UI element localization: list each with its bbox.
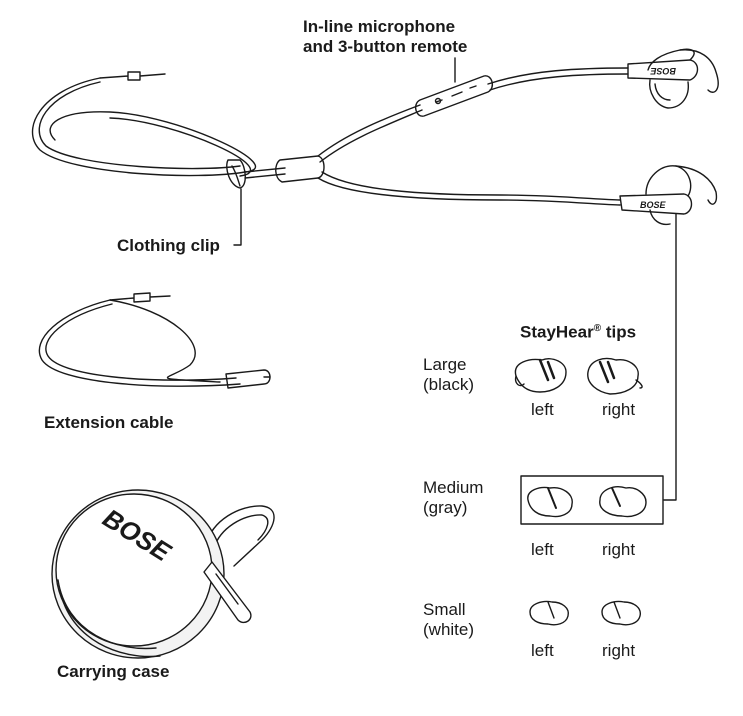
extension-cable-label: Extension cable (44, 413, 174, 432)
medium-right-label: right (602, 540, 636, 559)
tip-large-right (587, 357, 643, 395)
earbud-lower-illustration (619, 165, 718, 226)
small-left-label: left (531, 641, 554, 660)
clothing-clip-illustration (226, 159, 246, 189)
size-large-name: Large (423, 355, 467, 374)
size-medium-name: Medium (423, 478, 484, 497)
clip-leader-line (233, 188, 242, 246)
carrying-case-label: Carrying case (57, 662, 170, 681)
tip-small-right (601, 600, 641, 626)
tips-leader-line (663, 213, 677, 501)
size-small-name: Small (423, 600, 466, 619)
earbud-upper-illustration (627, 48, 719, 109)
carrying-case-illustration (51, 489, 275, 659)
tips-title-suffix: tips (601, 322, 637, 342)
tip-medium-right (599, 486, 647, 518)
registered-mark: ® (593, 323, 602, 334)
small-right-label: right (602, 641, 636, 660)
remote-label-line2: and 3-button remote (303, 37, 468, 56)
size-small-label: Small (white) (423, 600, 474, 640)
tips-title: StayHear® tips (520, 319, 636, 343)
inline-remote-illustration (414, 67, 629, 117)
size-medium-color: (gray) (423, 498, 468, 517)
size-large-color: (black) (423, 375, 475, 394)
size-medium-label: Medium (gray) (423, 478, 483, 518)
large-left-label: left (531, 400, 554, 419)
headphone-cable (31, 71, 286, 179)
cable-splitter (275, 104, 621, 206)
clip-label: Clothing clip (117, 236, 220, 255)
remote-label: In-line microphone and 3-button remote (303, 17, 467, 57)
medium-left-label: left (531, 540, 554, 559)
size-small-color: (white) (423, 620, 475, 639)
extension-cable-illustration (38, 292, 271, 389)
size-large-label: Large (black) (423, 355, 474, 395)
medium-tips-box (520, 475, 664, 525)
remote-label-line1: In-line microphone (303, 17, 456, 36)
large-right-label: right (602, 400, 636, 419)
tips-title-text: StayHear (520, 322, 594, 342)
tip-large-left (514, 358, 567, 393)
earbud-upper-logo: BOSE (649, 66, 676, 76)
earbud-lower-logo: BOSE (640, 200, 667, 210)
tip-small-left (529, 600, 569, 626)
tip-medium-left (527, 486, 573, 518)
